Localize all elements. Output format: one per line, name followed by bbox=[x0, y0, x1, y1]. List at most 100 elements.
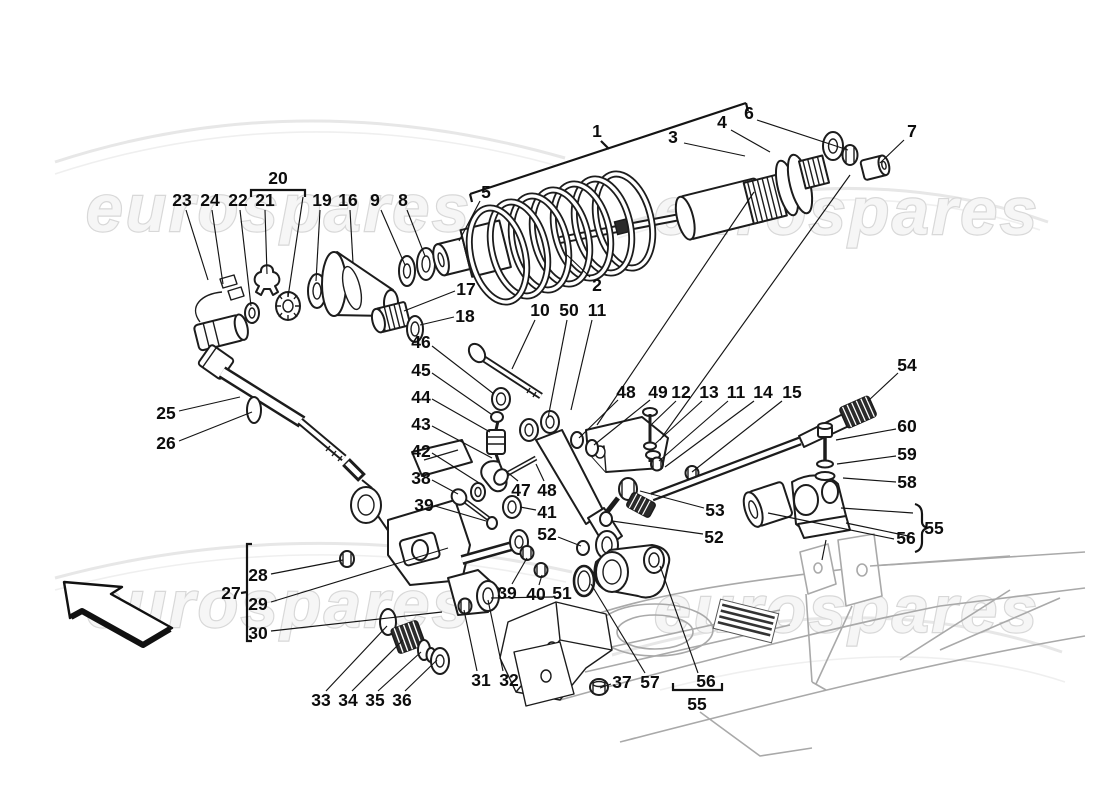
leader-line-48 bbox=[535, 463, 545, 482]
leader-line-3 bbox=[683, 142, 746, 157]
splined-adapter-17 bbox=[370, 301, 412, 334]
leader-line-43 bbox=[431, 425, 493, 459]
leader-line-42 bbox=[431, 452, 485, 487]
leader-line-1 bbox=[600, 140, 610, 150]
assembly-reference-line bbox=[659, 174, 851, 441]
leader-line-51 bbox=[490, 596, 554, 599]
leader-lines bbox=[178, 119, 905, 692]
leader-line-54 bbox=[867, 372, 899, 402]
part-label-13: 13 bbox=[699, 382, 719, 402]
leader-line-11 bbox=[658, 400, 729, 462]
bolt-47 bbox=[493, 455, 538, 486]
assembly-reference-line bbox=[821, 539, 827, 561]
eurospares-watermark: eurospares bbox=[86, 171, 472, 245]
part-label-58: 58 bbox=[897, 472, 917, 492]
sensor-connector bbox=[193, 274, 249, 352]
direction-arrow bbox=[62, 580, 174, 648]
leader-line-59 bbox=[836, 455, 897, 465]
leader-line-30 bbox=[270, 611, 443, 632]
part-label-11: 11 bbox=[588, 300, 607, 320]
part-label-15: 15 bbox=[782, 382, 802, 402]
leader-line-31 bbox=[463, 609, 478, 672]
part-label-27: 27 bbox=[221, 583, 240, 603]
leader-line-39 bbox=[511, 557, 528, 585]
leader-line-52 bbox=[611, 520, 704, 535]
part-label-56: 56 bbox=[696, 671, 716, 691]
group-braces bbox=[240, 101, 930, 692]
spring-clip-21 bbox=[253, 264, 281, 296]
leader-line-17 bbox=[403, 290, 456, 312]
part-label-35: 35 bbox=[365, 690, 385, 710]
leader-line-56 bbox=[659, 565, 699, 674]
part-label-17: 17 bbox=[456, 279, 475, 299]
nut-6 bbox=[841, 144, 859, 166]
part-label-26: 26 bbox=[156, 433, 176, 453]
part-label-23: 23 bbox=[172, 190, 192, 210]
part-label-16: 16 bbox=[338, 190, 358, 210]
leader-line-32 bbox=[487, 599, 504, 672]
leader-line-9 bbox=[380, 209, 406, 266]
part-label-21: 21 bbox=[255, 190, 275, 210]
brace-item-55-bottom bbox=[671, 683, 724, 692]
leader-line-40 bbox=[538, 574, 543, 586]
part-label-48: 48 bbox=[616, 382, 636, 402]
part-label-22: 22 bbox=[228, 190, 248, 210]
leader-line-2 bbox=[566, 254, 591, 278]
part-label-39: 39 bbox=[414, 495, 434, 515]
part-label-49: 49 bbox=[648, 382, 668, 402]
leader-line-36 bbox=[404, 659, 438, 692]
part-label-2: 2 bbox=[592, 275, 602, 295]
leader-line-34 bbox=[351, 639, 404, 692]
part-label-41: 41 bbox=[537, 502, 557, 522]
leader-line-14 bbox=[664, 400, 755, 468]
shock-body bbox=[674, 177, 767, 241]
part-label-55: 55 bbox=[687, 694, 707, 714]
background-swoosh-curves bbox=[54, 119, 1066, 691]
part-label-42: 42 bbox=[411, 441, 431, 461]
part-label-1: 1 bbox=[592, 121, 602, 141]
leader-line-20 bbox=[287, 196, 304, 298]
nut-37 bbox=[589, 678, 609, 696]
nut-39 bbox=[519, 545, 535, 561]
part-label-45: 45 bbox=[411, 360, 431, 380]
part-label-39: 39 bbox=[497, 583, 517, 603]
bracket-item-27 bbox=[240, 542, 252, 643]
part-label-50: 50 bbox=[559, 300, 579, 320]
part-label-18: 18 bbox=[455, 306, 475, 326]
part-label-55: 55 bbox=[924, 518, 944, 538]
leader-line-44 bbox=[431, 398, 491, 433]
leader-line-38 bbox=[431, 479, 459, 495]
leader-line-4 bbox=[730, 129, 771, 153]
washer-49 bbox=[585, 439, 599, 457]
part-label-6: 6 bbox=[744, 103, 754, 123]
part-label-25: 25 bbox=[156, 403, 176, 423]
part-label-33: 33 bbox=[311, 690, 331, 710]
leader-line-46 bbox=[431, 345, 495, 395]
leader-line-48 bbox=[578, 399, 619, 439]
leader-line-28 bbox=[270, 559, 344, 575]
shock-end-cap-16 bbox=[321, 251, 399, 317]
part-label-59: 59 bbox=[897, 444, 917, 464]
leader-line-57 bbox=[590, 583, 646, 674]
drop-link bbox=[470, 387, 511, 502]
mount-bracket-12-15 bbox=[570, 407, 700, 481]
part-label-7: 7 bbox=[907, 121, 917, 141]
part-label-47: 47 bbox=[511, 480, 530, 500]
part-label-28: 28 bbox=[248, 565, 268, 585]
leader-line-21 bbox=[264, 209, 268, 275]
coil-spring-2 bbox=[465, 170, 657, 306]
part-label-14: 14 bbox=[753, 382, 773, 402]
bolt-60 bbox=[814, 422, 836, 481]
leader-line-33 bbox=[325, 625, 388, 692]
part-label-3: 3 bbox=[668, 127, 678, 147]
leader-line-26 bbox=[178, 411, 253, 442]
leader-line-60 bbox=[835, 428, 897, 441]
part-label-29: 29 bbox=[248, 594, 268, 614]
leader-line-50 bbox=[547, 319, 568, 419]
brace-item-55-right bbox=[914, 502, 930, 554]
part-label-43: 43 bbox=[411, 414, 431, 434]
part-label-8: 8 bbox=[398, 190, 408, 210]
part-label-10: 10 bbox=[530, 300, 550, 320]
